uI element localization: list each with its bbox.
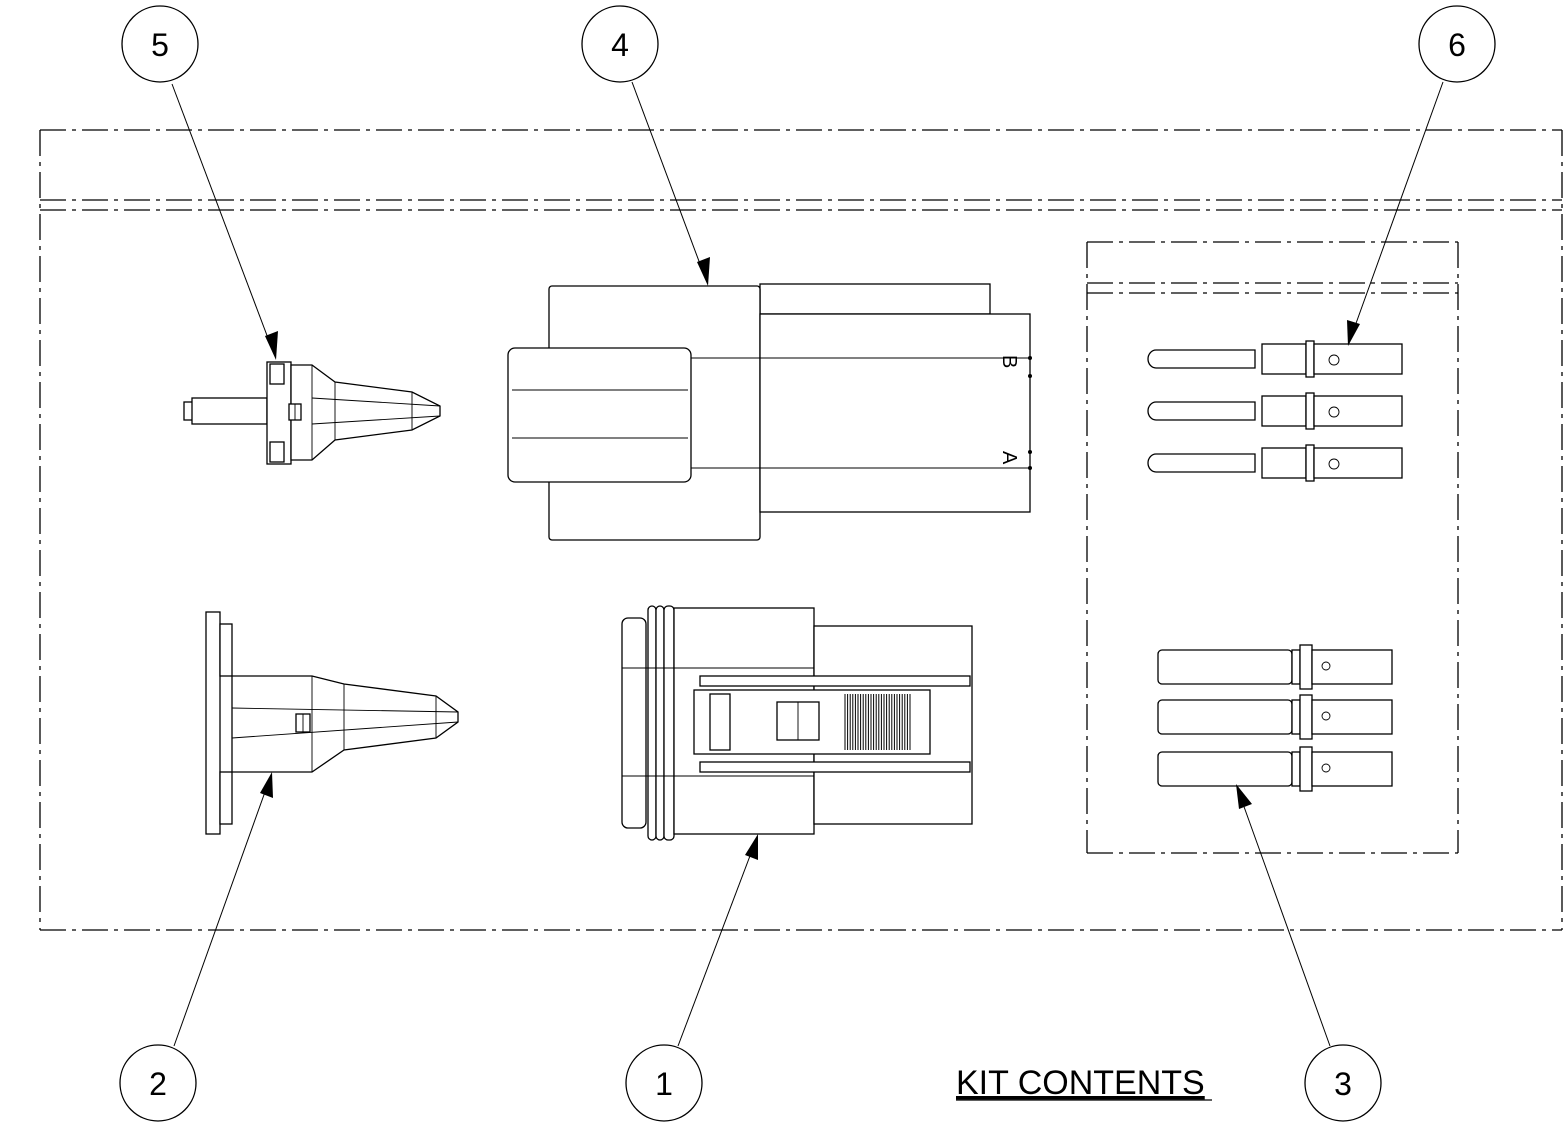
part-5-wedge-lock (183, 361, 441, 465)
terminal-bag-outline (1086, 241, 1459, 854)
balloon-6: 6 (1418, 5, 1496, 83)
svg-text:2: 2 (149, 1066, 167, 1102)
balloon-2: 2 (119, 1044, 197, 1122)
socket-contact (1157, 644, 1393, 690)
pin-label-b: B (998, 355, 1020, 368)
svg-text:5: 5 (151, 27, 169, 63)
balloon-4: 4 (581, 5, 659, 83)
leader-lines (171, 81, 1444, 1047)
kit-bag-outline (39, 129, 1563, 931)
svg-text:6: 6 (1448, 27, 1466, 63)
socket-contact (1157, 694, 1393, 740)
pin-contact (1147, 444, 1403, 482)
socket-contact (1157, 746, 1393, 792)
svg-text:4: 4 (611, 27, 629, 63)
part-3-socket-contacts (1157, 644, 1393, 792)
balloon-3: 3 (1304, 1044, 1382, 1122)
part-2-wedge-lock (205, 611, 459, 835)
kit-contents-title: KIT CONTENTS (956, 1064, 1205, 1102)
balloon-5: 5 (121, 5, 199, 83)
balloon-1: 1 (625, 1044, 703, 1122)
svg-text:3: 3 (1334, 1066, 1352, 1102)
pin-label-a: A (998, 451, 1020, 465)
pin-contact (1147, 392, 1403, 430)
part-6-pin-contacts (1147, 340, 1403, 482)
part-4-receptacle-housing: B A (507, 283, 1032, 541)
part-1-plug-housing (621, 605, 973, 841)
pin-contact (1147, 340, 1403, 378)
latch-grip-ribs (844, 694, 911, 750)
svg-text:1: 1 (655, 1066, 673, 1102)
